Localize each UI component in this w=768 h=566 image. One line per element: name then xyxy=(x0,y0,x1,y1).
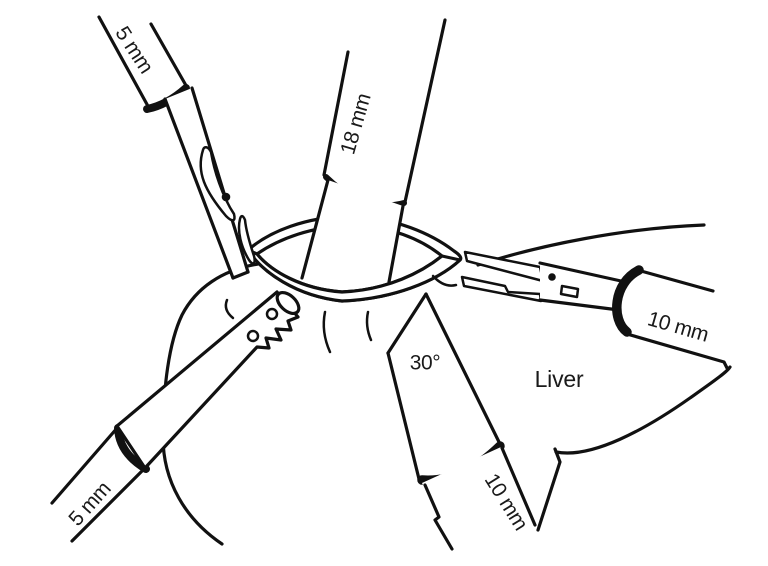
upper-left-grasper xyxy=(163,86,256,280)
trocar-edge xyxy=(500,446,537,527)
trocar-edge xyxy=(149,22,190,91)
grasper-shaft-edge xyxy=(538,298,621,312)
port-sleeve-left-edge xyxy=(322,50,350,177)
skin-fold-line xyxy=(224,298,235,320)
hand-port-18mm xyxy=(300,18,447,284)
right-trocar-10mm xyxy=(612,265,729,370)
grasper-jaw-slot xyxy=(237,214,256,265)
scope-left-edge xyxy=(386,351,421,481)
trocar-edge xyxy=(625,332,729,370)
right-grasper xyxy=(460,250,623,312)
camera-trocar-10mm xyxy=(422,446,537,551)
liver-upper-edge xyxy=(476,223,706,267)
grasper-pivot xyxy=(221,192,231,202)
trocar-mouth xyxy=(612,265,644,337)
trocar-edge xyxy=(97,15,151,110)
stapler-hole xyxy=(265,307,279,321)
stapler-hole xyxy=(246,329,260,343)
port-shaft-right-edge xyxy=(387,204,405,284)
label-liver: Liver xyxy=(535,366,584,392)
laparoscope-30deg xyxy=(386,292,505,485)
liver-lower-edge-hook xyxy=(536,447,562,532)
port-shaft-left-edge xyxy=(300,178,330,280)
grasper-shaft-edge xyxy=(163,97,235,280)
incision-hatch-marks xyxy=(322,274,458,354)
grasper-lower-jaw xyxy=(460,275,543,303)
lower-left-trocar-5mm xyxy=(50,424,150,543)
trocar-edge xyxy=(70,466,147,543)
scope-right-edge xyxy=(424,292,502,446)
body-contour-line xyxy=(161,262,260,546)
grasper-tip-edge xyxy=(231,270,250,280)
trocar-edge xyxy=(423,483,454,551)
scope-bevel-edge xyxy=(386,292,428,355)
grasper-jaw-slot xyxy=(199,146,236,222)
liver-lower-edge xyxy=(554,365,732,455)
liver-outline xyxy=(476,223,732,532)
grasper-pivot xyxy=(548,273,556,281)
label-scope-angle: 30° xyxy=(410,352,441,375)
port-sleeve-right-edge xyxy=(403,18,447,204)
abdominal-outline xyxy=(161,262,260,546)
trocar-collar xyxy=(114,424,150,473)
incision-near-lip xyxy=(246,248,462,303)
stapler-tip-opening xyxy=(275,290,301,316)
trocar-edge xyxy=(639,269,715,293)
lower-left-stapler xyxy=(115,290,301,470)
trocar-edge xyxy=(50,425,120,505)
grasper-hinge-step xyxy=(559,284,580,299)
grasper-shaft-edge xyxy=(538,261,623,283)
grasper-shaft-edge xyxy=(190,86,250,274)
